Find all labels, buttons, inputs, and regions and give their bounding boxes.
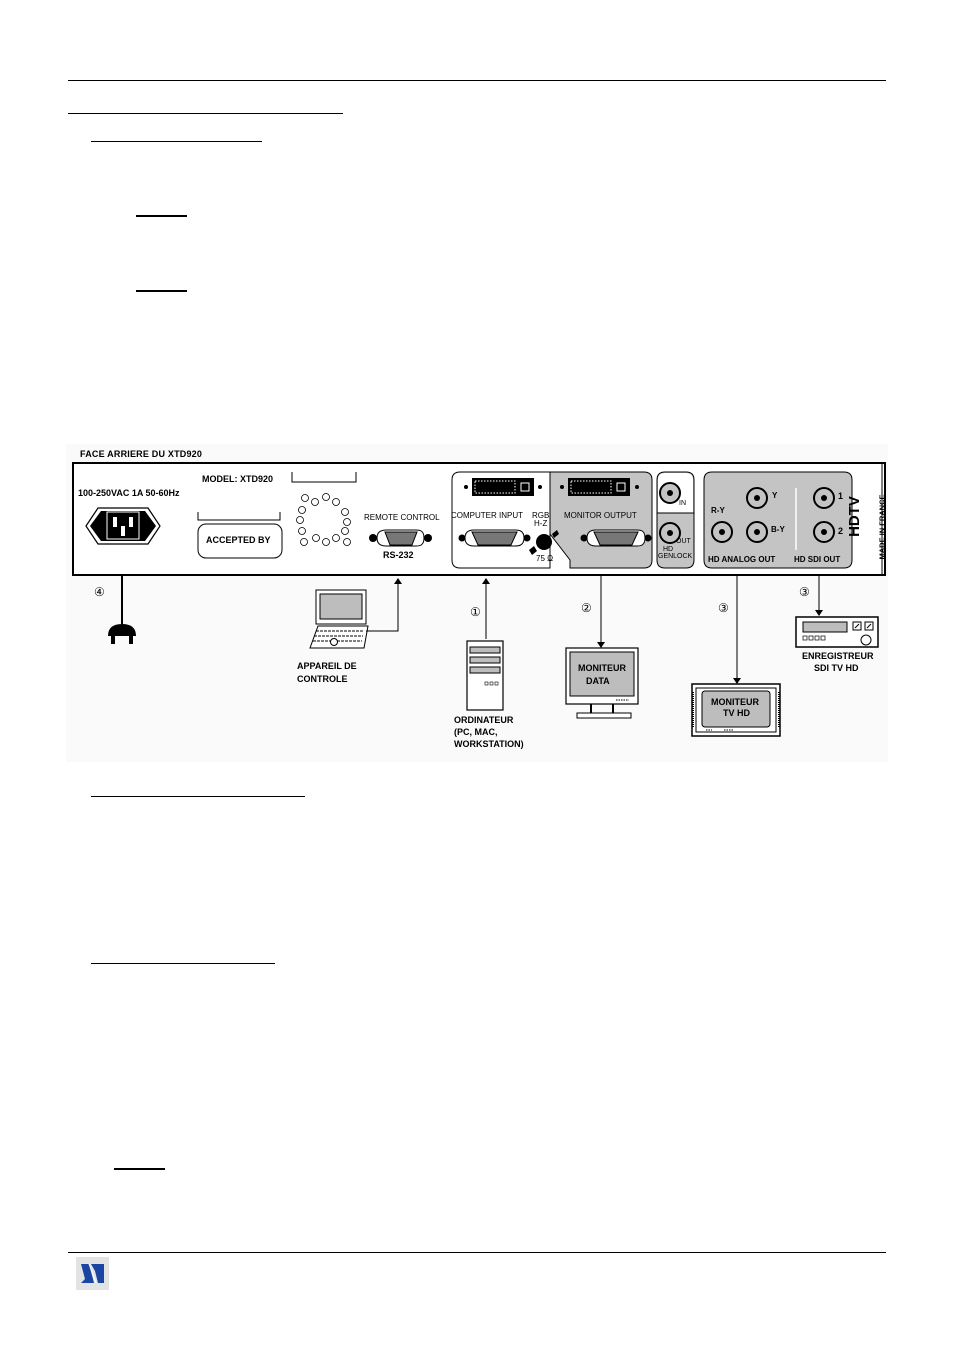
computer-label-line1: ORDINATEUR xyxy=(454,715,514,725)
genlock-in-label: IN xyxy=(679,500,686,507)
data-monitor-label-line2: DATA xyxy=(586,676,610,686)
computer-input-label: COMPUTER INPUT xyxy=(451,511,523,520)
bnc-connector-icon xyxy=(711,521,733,543)
callout-4: ④ xyxy=(94,585,105,599)
note-underline xyxy=(136,215,187,217)
subsection-heading-underline xyxy=(91,141,262,142)
bnc-connector-icon xyxy=(813,521,835,543)
rear-panel-art xyxy=(85,464,883,574)
bnc-connector-icon xyxy=(746,487,768,509)
tv-monitor-label-line1: MONITEUR xyxy=(711,697,759,707)
accepted-by-label: ACCEPTED BY xyxy=(206,535,271,545)
data-monitor-label-line1: MONITEUR xyxy=(578,663,626,673)
rgb-label: RGB xyxy=(532,511,550,520)
header-rule xyxy=(68,80,886,81)
note-underline xyxy=(136,290,187,292)
connection-diagram xyxy=(108,574,879,737)
power-socket-icon xyxy=(85,507,161,545)
impedance-switch-icon xyxy=(529,530,559,555)
y-label: Y xyxy=(772,491,778,500)
callout-1: ① xyxy=(470,605,481,619)
logo-mark-icon xyxy=(81,1263,104,1284)
data-monitor-icon xyxy=(565,647,639,719)
monitor-output-label: MONITOR OUTPUT xyxy=(564,511,637,520)
callout-2: ② xyxy=(581,601,592,615)
sdi-out-1-label: 1 xyxy=(838,491,844,501)
model-label: MODEL: XTD920 xyxy=(202,474,274,484)
footer-rule xyxy=(68,1252,886,1253)
company-logo xyxy=(76,1257,109,1290)
tv-monitor-icon xyxy=(691,683,781,737)
recorder-label-line2: SDI TV HD xyxy=(814,663,859,673)
dvi-output-connector-icon xyxy=(560,478,639,496)
vent-holes-icon xyxy=(296,493,351,546)
accepted-by-box xyxy=(197,523,283,559)
vga-input-connector-icon xyxy=(458,529,531,547)
hd-outputs-zone xyxy=(703,471,853,569)
hd-sdi-out-label: HD SDI OUT xyxy=(794,555,841,564)
computer-tower-icon xyxy=(466,640,504,711)
bnc-connector-icon xyxy=(659,482,681,504)
rs232-connector-icon xyxy=(369,529,432,547)
tv-monitor-label-line2: TV HD xyxy=(723,708,750,718)
callout-3-sdi: ③ xyxy=(799,585,810,599)
made-in-france-label: MADE IN FRANCE xyxy=(877,494,887,560)
remote-control-label: REMOTE CONTROL xyxy=(364,513,440,522)
bnc-connector-icon xyxy=(659,522,681,544)
section-heading-underline xyxy=(68,113,343,114)
note-underline xyxy=(114,1168,165,1170)
label-bracket xyxy=(197,512,281,521)
hz-label: H-Z xyxy=(534,519,548,528)
callout-3-analog: ③ xyxy=(718,601,729,615)
rear-panel: 100-250VAC 1A 50-60Hz MODEL: XTD920 ACCE… xyxy=(72,462,887,576)
diagram-title: FACE ARRIERE DU XTD920 xyxy=(80,449,203,459)
genlock-hd-label: HD xyxy=(663,546,674,553)
laptop-icon xyxy=(309,589,369,649)
bnc-connector-icon xyxy=(746,521,768,543)
recorder-label-line1: ENREGISTREUR xyxy=(802,651,874,661)
ohm-label: 75 Ω xyxy=(536,554,554,563)
computer-label-line2: (PC, MAC, xyxy=(454,727,498,737)
rs232-label: RS-232 xyxy=(383,550,414,560)
ry-label: R-Y xyxy=(711,506,725,515)
sdi-out-2-label: 2 xyxy=(838,526,844,536)
hdtv-logo: HDTV xyxy=(845,496,863,537)
genlock-out-label: OUT xyxy=(676,538,691,545)
vga-output-connector-icon xyxy=(580,529,652,547)
computer-label-line3: WORKSTATION) xyxy=(454,739,524,749)
by-label: B-Y xyxy=(771,525,785,534)
dvi-input-connector-icon xyxy=(464,478,542,496)
controller-label-line2: CONTROLE xyxy=(297,674,348,684)
recorder-icon xyxy=(795,616,879,648)
power-rating: 100-250VAC 1A 50-60Hz xyxy=(78,488,180,498)
hd-analog-out-label: HD ANALOG OUT xyxy=(708,555,776,564)
controller-label-line1: APPAREIL DE xyxy=(297,661,357,671)
power-plug-icon xyxy=(108,624,136,644)
genlock-label: GENLOCK xyxy=(658,553,693,560)
bnc-connector-icon xyxy=(813,487,835,509)
label-bracket xyxy=(291,472,357,483)
section-heading-underline xyxy=(91,963,275,964)
section-heading-underline xyxy=(91,796,305,797)
rear-panel-diagram: FACE ARRIERE DU XTD920 xyxy=(66,444,888,762)
